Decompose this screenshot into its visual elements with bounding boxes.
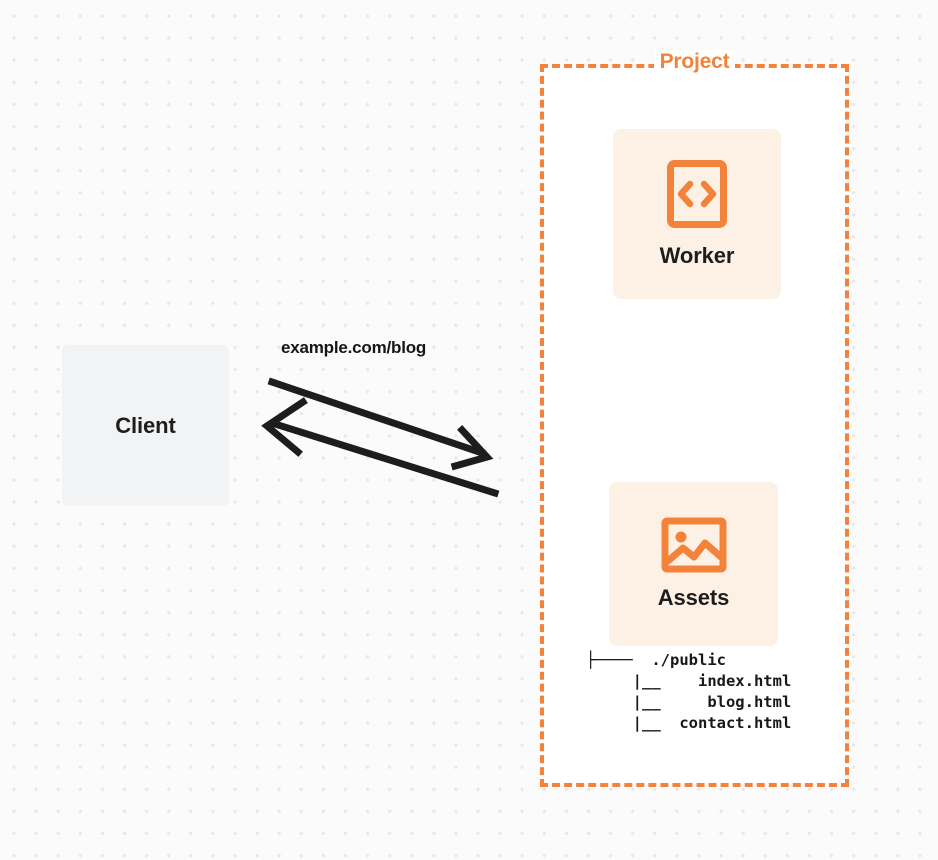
node-assets[interactable]: Assets <box>609 482 778 646</box>
image-icon <box>661 517 727 573</box>
edge-label: example.com/blog <box>281 338 427 357</box>
edge-response-arrow <box>261 397 500 498</box>
group-project-label-text: Project <box>653 50 736 73</box>
code-brackets-icon <box>666 159 728 229</box>
node-client[interactable]: Client <box>62 345 229 506</box>
edge-request-arrow <box>267 377 494 471</box>
assets-file-tree: ├──── ./public |__ index.html |__ blog.h… <box>586 651 792 732</box>
node-client-label: Client <box>115 412 176 438</box>
node-assets-label: Assets <box>657 585 730 610</box>
node-worker-label: Worker <box>659 243 735 268</box>
group-project-label: Project <box>540 50 849 74</box>
node-worker[interactable]: Worker <box>613 129 781 299</box>
